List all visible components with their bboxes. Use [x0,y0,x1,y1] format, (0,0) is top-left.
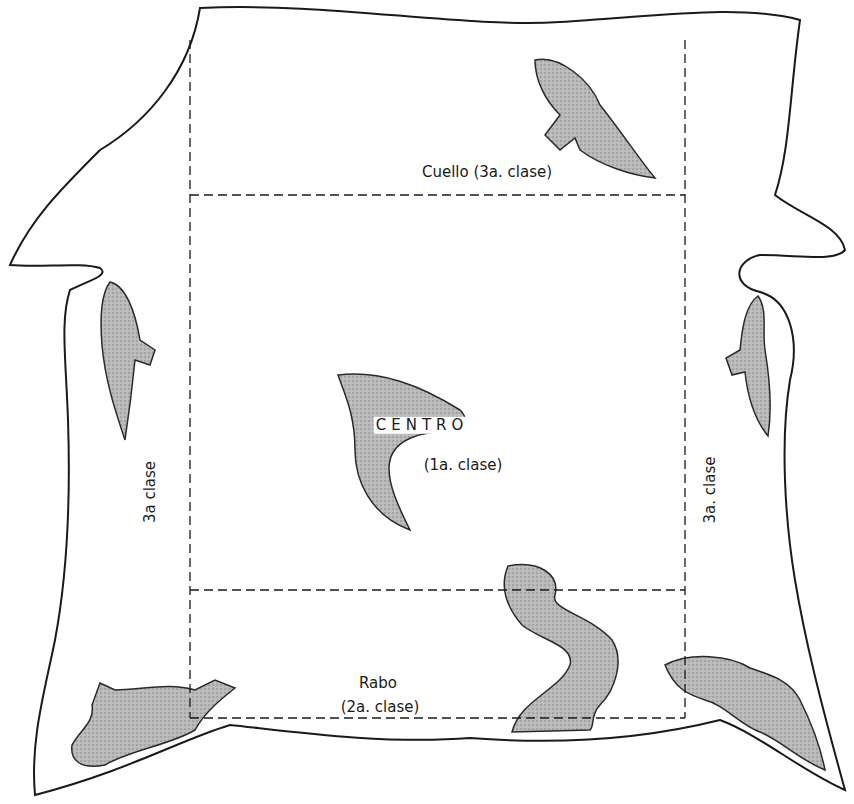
dashed-line [190,589,685,590]
defect-area [101,282,155,440]
defect-areas [72,59,825,770]
defect-area [535,59,655,178]
dashed-line [190,194,685,195]
region-name: Cuello (3a. clase) [420,164,554,181]
dashed-line [189,40,190,718]
region-class: (2a. clase) [339,699,422,716]
dashed-line [190,717,685,718]
region-name: CENTRO [374,417,471,434]
side-class-label: 3a clase [142,459,159,525]
defect-area [726,296,770,436]
defect-area [665,657,825,770]
neck-region: Cuello (3a. clase) [190,40,685,195]
region-dividers [190,40,685,718]
side-class-label: 3a. clase [702,455,719,526]
defect-area [338,374,465,530]
tail-region: Rabo (2a. clase) [190,590,685,718]
hide-outline [10,7,845,795]
region-name: Rabo [357,675,399,692]
defect-area [72,680,235,766]
dashed-line [684,40,685,718]
region-class: (1a. clase) [422,457,505,474]
center-region: CENTRO (1a. clase) [190,195,685,590]
